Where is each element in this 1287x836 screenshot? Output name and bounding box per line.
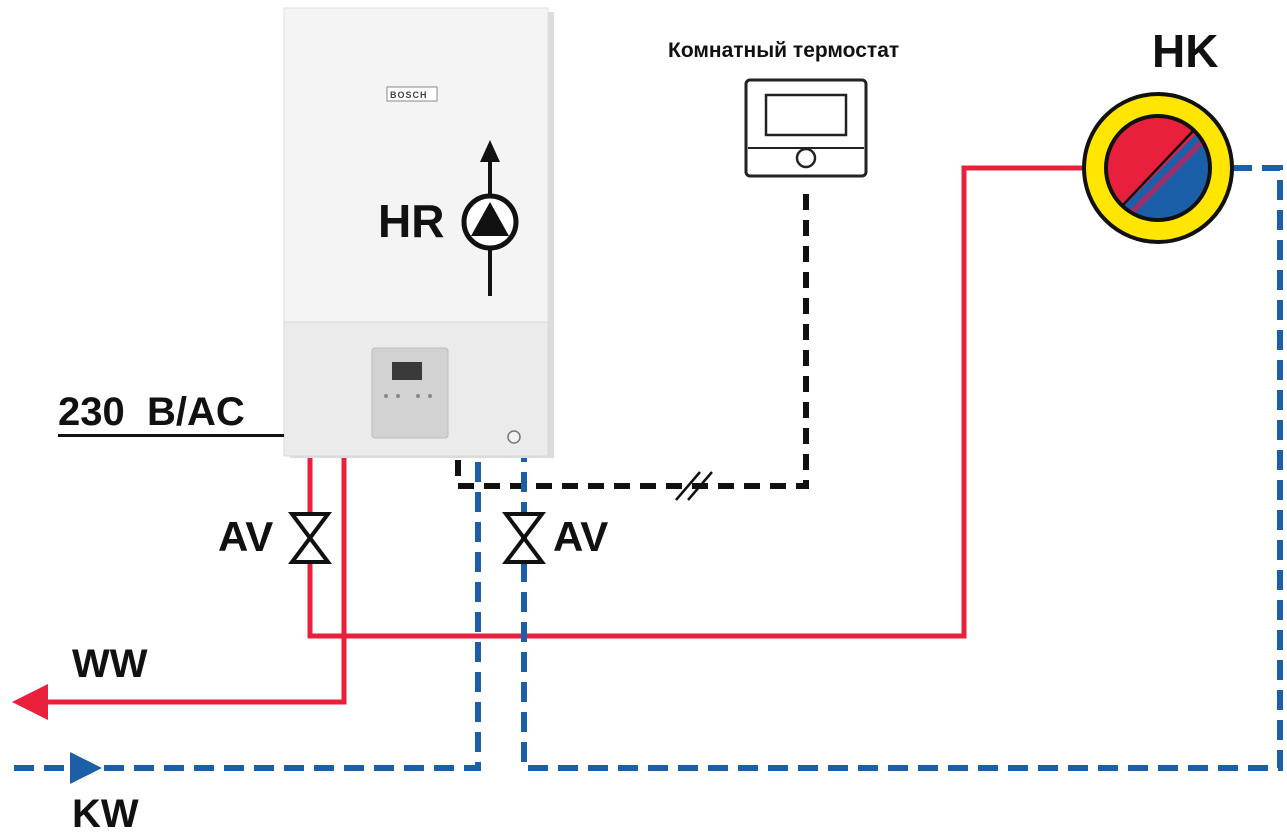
panel-button: [396, 394, 400, 398]
brand-badge: [386, 86, 438, 102]
power-underline: [58, 434, 284, 437]
boiler-upper-body: [283, 7, 549, 325]
boiler: [283, 7, 554, 458]
display-screen: [392, 362, 422, 380]
radiator-icon: [1082, 92, 1234, 244]
thermostat-knob: [795, 147, 817, 169]
heating-return-pipe: [521, 165, 1283, 771]
power-supply-label: 230 B/AC: [58, 390, 284, 437]
brand-label: BOSCH: [390, 90, 428, 100]
thermostat-screen: [764, 93, 848, 137]
heating-supply-pipe: [307, 165, 1082, 639]
valve-icon: [502, 512, 546, 564]
cold-water-pipe: [14, 458, 481, 771]
panel-button: [384, 394, 388, 398]
cable-break-mark: [687, 471, 713, 501]
room-thermostat: [744, 78, 868, 178]
pressure-gauge-icon: [507, 430, 521, 444]
cold-water-arrow-icon: [70, 752, 102, 784]
flow-arrow-head-icon: [480, 140, 500, 162]
pump-label: HR: [378, 195, 445, 247]
valve-right-label: AV: [553, 513, 609, 560]
cold-water-label: KW: [72, 792, 139, 836]
hot-water-label: WW: [72, 642, 148, 686]
cable-break-mark: [675, 471, 701, 501]
control-panel: [371, 347, 449, 439]
hot-water-arrow-icon: [12, 684, 48, 720]
valve-icon: [288, 512, 332, 564]
hot-water-pipe: [40, 458, 347, 705]
valve-left-label: AV: [218, 513, 274, 560]
panel-button: [416, 394, 420, 398]
pump-triangle: [471, 202, 509, 236]
panel-button: [428, 394, 432, 398]
control-cable: [455, 194, 809, 489]
radiator-label: HK: [1152, 25, 1219, 77]
power-supply-text: 230 B/AC: [58, 390, 245, 434]
thermostat-label: Комнатный термостат: [668, 39, 900, 62]
